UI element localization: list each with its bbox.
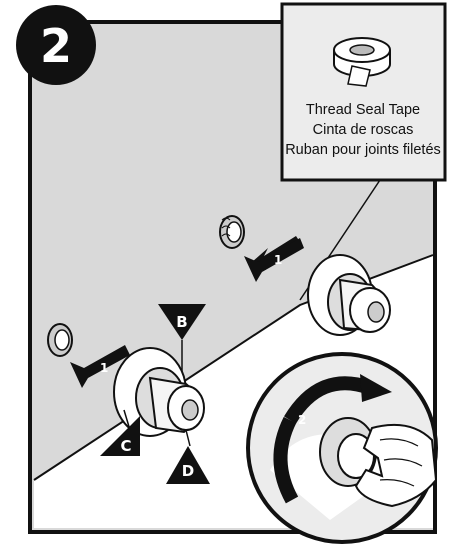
callout-line-2: Cinta de roscas	[313, 122, 414, 138]
step-number: 2	[40, 19, 72, 73]
zoom-inset: 2	[248, 354, 436, 542]
pipe-stub-upper	[220, 216, 244, 248]
rotate-arrow-label: 2	[298, 413, 306, 427]
callout-line-1: Thread Seal Tape	[306, 102, 420, 118]
step-badge: 2	[16, 5, 96, 85]
pipe-stub-lower	[48, 324, 72, 356]
marker-d-label: D	[182, 462, 194, 480]
arrow-upper-label: 1	[274, 253, 282, 267]
arrow-lower-label: 1	[100, 361, 108, 375]
marker-c-label: C	[120, 437, 131, 455]
marker-b-label: B	[176, 313, 187, 331]
callout-line-3: Ruban pour joints filetés	[285, 142, 441, 158]
